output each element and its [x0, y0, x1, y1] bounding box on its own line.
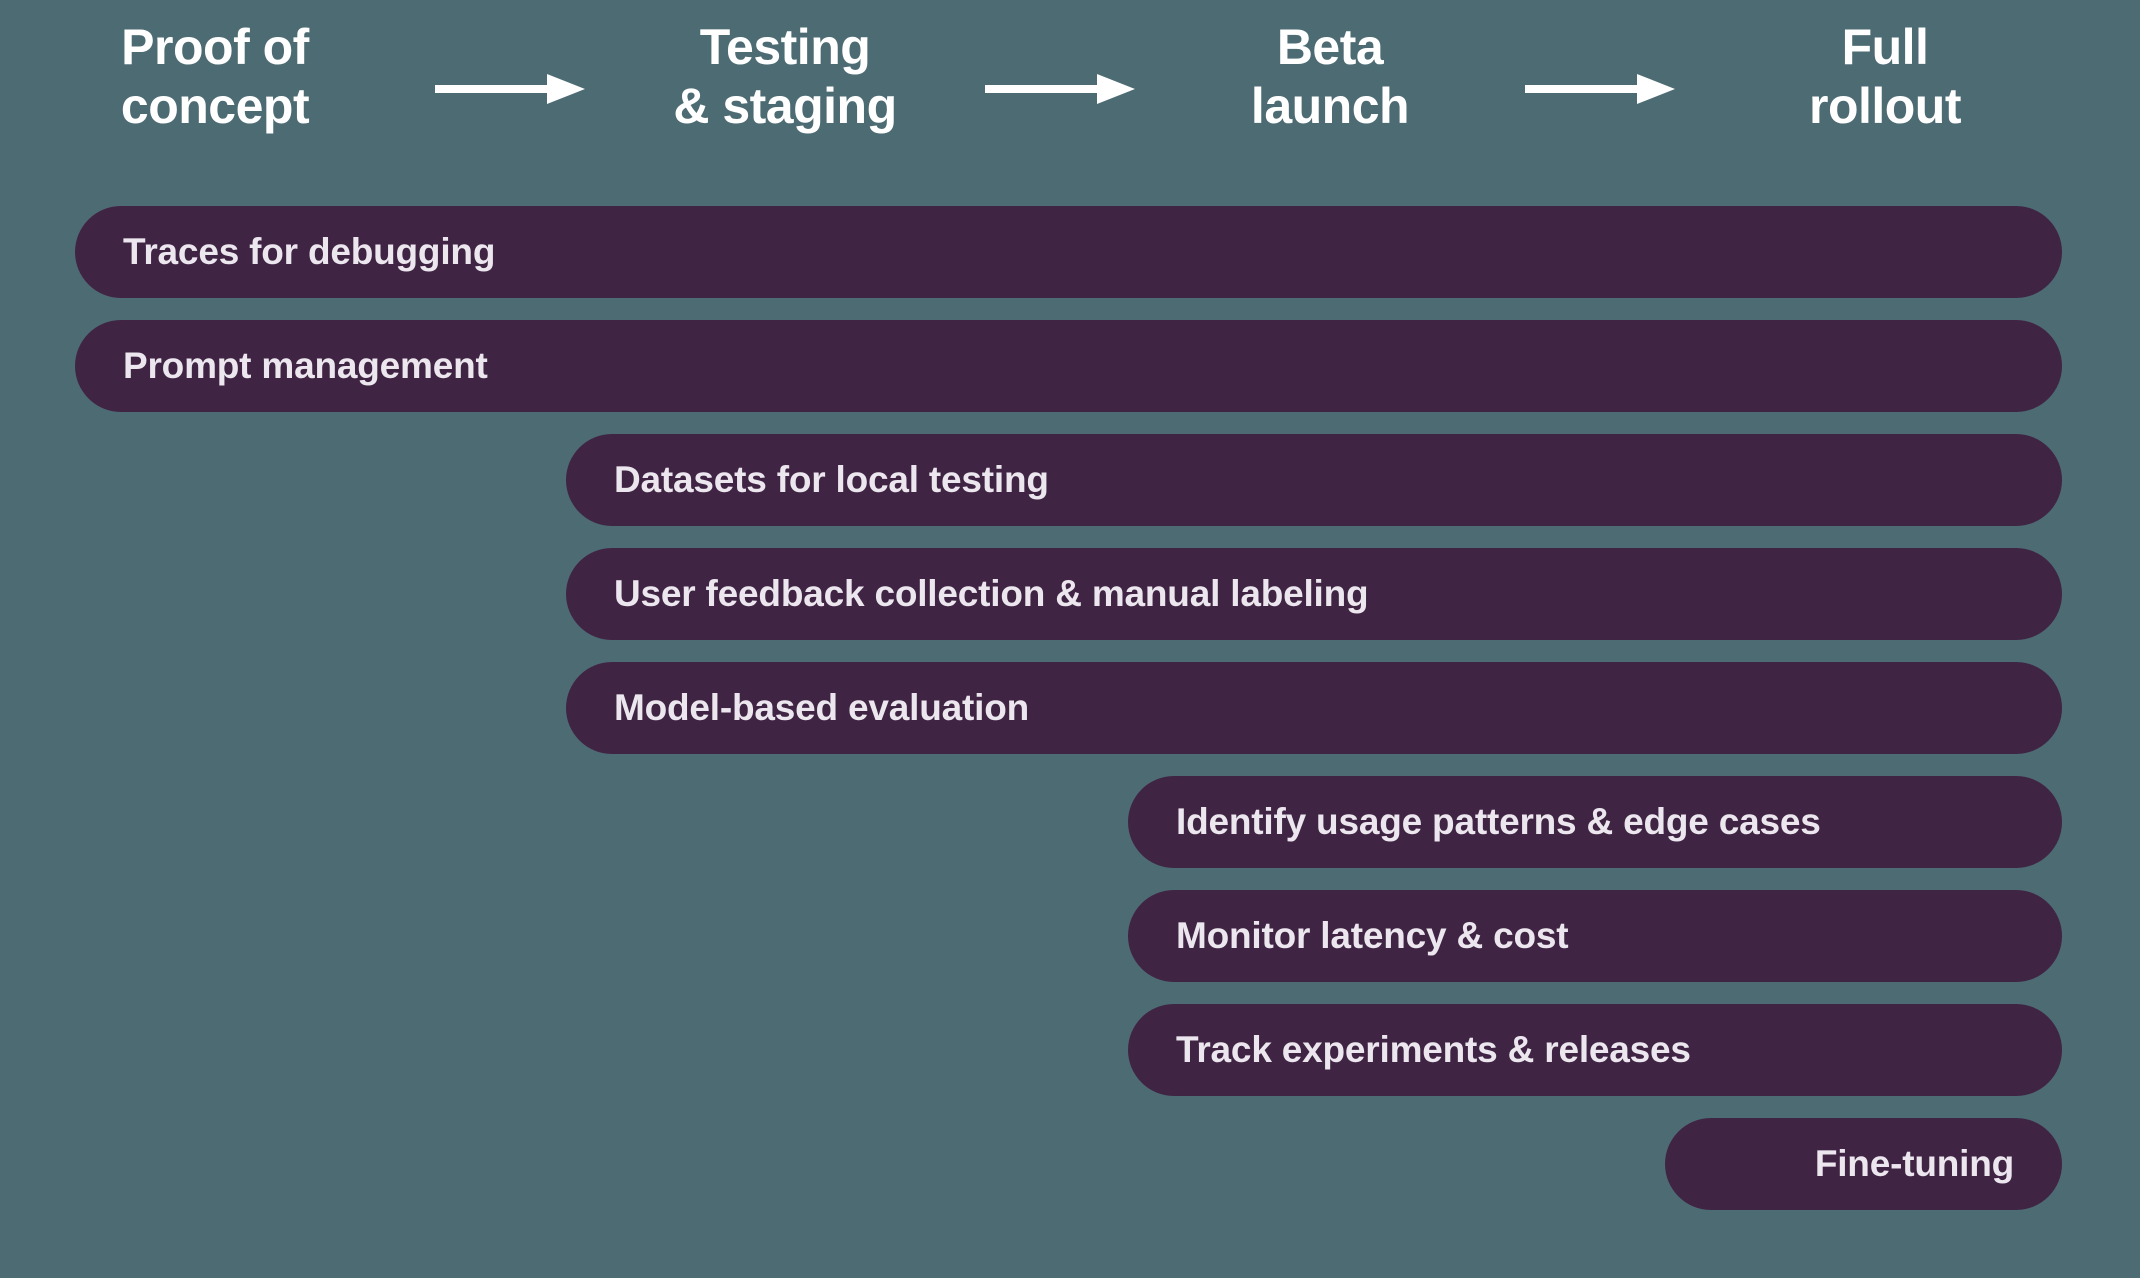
phase-label-testing-and-staging: Testing & staging — [673, 19, 897, 134]
capability-label: Track experiments & releases — [1176, 1029, 1691, 1070]
capability-label: Monitor latency & cost — [1176, 915, 1569, 956]
capability-label: User feedback collection & manual labeli… — [614, 573, 1369, 614]
arrow-right-icon — [985, 72, 1135, 106]
capability-bar-user-feedback-collection-and-manual-labeling[interactable]: User feedback collection & manual labeli… — [566, 548, 2062, 640]
capability-label: Prompt management — [123, 345, 488, 386]
phase-label-proof-of-concept: Proof of concept — [120, 19, 310, 134]
capability-label: Traces for debugging — [123, 231, 496, 272]
capability-bar-fine-tuning[interactable]: Fine-tuning — [1665, 1118, 2062, 1210]
capability-bar-model-based-evaluation[interactable]: Model-based evaluation — [566, 662, 2062, 754]
arrow-right-icon — [1525, 72, 1675, 106]
phase-header-row: Proof of concept Testing & staging Beta … — [0, 0, 2140, 185]
phase-label-beta-launch: Beta launch — [1250, 19, 1410, 134]
capability-bar-track-experiments-and-releases[interactable]: Track experiments & releases — [1128, 1004, 2062, 1096]
capability-bar-traces-for-debugging[interactable]: Traces for debugging — [75, 206, 2062, 298]
phase-label-full-rollout: Full rollout — [1808, 19, 1962, 134]
capability-bar-identify-usage-patterns-and-edge-cases[interactable]: Identify usage patterns & edge cases — [1128, 776, 2062, 868]
capability-label: Identify usage patterns & edge cases — [1176, 801, 1821, 842]
capability-bar-monitor-latency-and-cost[interactable]: Monitor latency & cost — [1128, 890, 2062, 982]
capability-label: Model-based evaluation — [614, 687, 1030, 728]
capability-bar-prompt-management[interactable]: Prompt management — [75, 320, 2062, 412]
capability-label: Datasets for local testing — [614, 459, 1049, 500]
capability-label: Fine-tuning — [1814, 1143, 2014, 1184]
capability-bar-datasets-for-local-testing[interactable]: Datasets for local testing — [566, 434, 2062, 526]
arrow-right-icon — [435, 72, 585, 106]
